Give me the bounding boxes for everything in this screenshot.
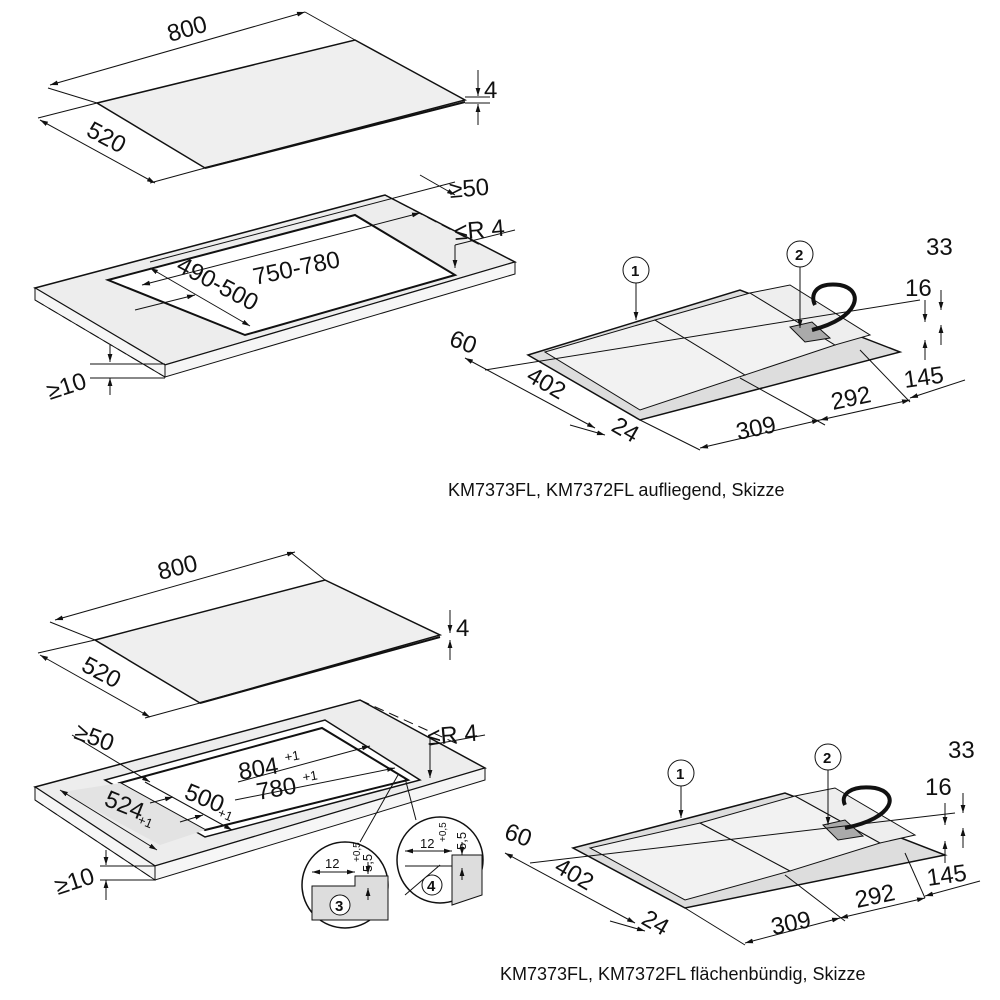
detail-3-width: 12 <box>325 856 339 871</box>
dim-292: 292 <box>853 879 898 914</box>
dim-radius: ≤R 4 <box>426 720 479 751</box>
callout-2: 2 <box>795 247 803 264</box>
detail-3-height: 5,5 <box>360 854 375 872</box>
dim-depth: 520 <box>82 116 130 159</box>
dim-min-edge: ≥50 <box>71 718 118 757</box>
detail-3: 3 12 5,5 +0,5 <box>301 841 389 929</box>
dim-min-worktop: ≥10 <box>52 863 98 901</box>
dim-24: 24 <box>637 905 674 942</box>
callout-1: 1 <box>676 766 684 783</box>
callout-2: 2 <box>823 750 831 767</box>
dim-292: 292 <box>829 381 874 416</box>
dim-min-edge: ≥50 <box>448 174 490 204</box>
dim-145: 145 <box>925 860 968 892</box>
dim-33: 33 <box>948 737 975 764</box>
detail-4-width: 12 <box>420 836 434 851</box>
detail-4: 4 12 5,5 +0,5 <box>396 816 484 906</box>
dim-thickness: 4 <box>456 615 469 642</box>
dim-thickness: 4 <box>484 77 497 104</box>
worktop-cutout-flush: ≥50 ≤R 4 804 +1 780 +1 500 +1 524 +1 ≥10 <box>33 699 487 901</box>
dim-309: 309 <box>769 906 814 941</box>
side-sketch-surface: 1 2 60 402 24 309 292 145 16 33 <box>446 234 966 451</box>
detail-4-label: 4 <box>427 878 436 895</box>
dim-60: 60 <box>446 325 480 360</box>
dim-outer-depth-tol: +1 <box>136 812 155 831</box>
dim-outer-width-tol: +1 <box>283 747 300 764</box>
detail-4-tol: +0,5 <box>438 822 449 842</box>
dim-width: 800 <box>164 11 210 48</box>
dim-min-worktop: ≥10 <box>44 368 90 406</box>
dim-60: 60 <box>501 818 535 853</box>
dim-depth: 520 <box>77 651 125 694</box>
detail-3-tol: +0,5 <box>352 842 363 862</box>
dim-33: 33 <box>926 234 953 261</box>
dim-radius: ≤R 4 <box>453 215 506 246</box>
detail-3-label: 3 <box>335 898 343 915</box>
hob-top-view-surface: 800 520 4 <box>37 11 497 184</box>
dim-16: 16 <box>925 774 952 801</box>
side-sketch-flush: 1 2 60 402 24 309 292 145 16 33 <box>501 737 981 946</box>
dim-inner-width-tol: +1 <box>301 767 318 784</box>
dim-16: 16 <box>905 275 932 302</box>
dim-145: 145 <box>902 362 945 394</box>
hob-top-view-flush: 800 520 4 <box>37 550 469 719</box>
detail-4-height: 5,5 <box>454 832 469 850</box>
worktop-cutout-surface: ≥50 ≤R 4 750-780 490-500 ≥10 <box>33 174 518 406</box>
caption-surface-mount: KM7373FL, KM7372FL aufliegend, Skizze <box>448 480 785 500</box>
callout-1: 1 <box>631 263 639 280</box>
dim-309: 309 <box>734 411 779 446</box>
dim-cutout-depth-tol: +1 <box>216 805 235 824</box>
caption-flush-mount: KM7373FL, KM7372FL flächenbündig, Skizze <box>500 964 866 984</box>
